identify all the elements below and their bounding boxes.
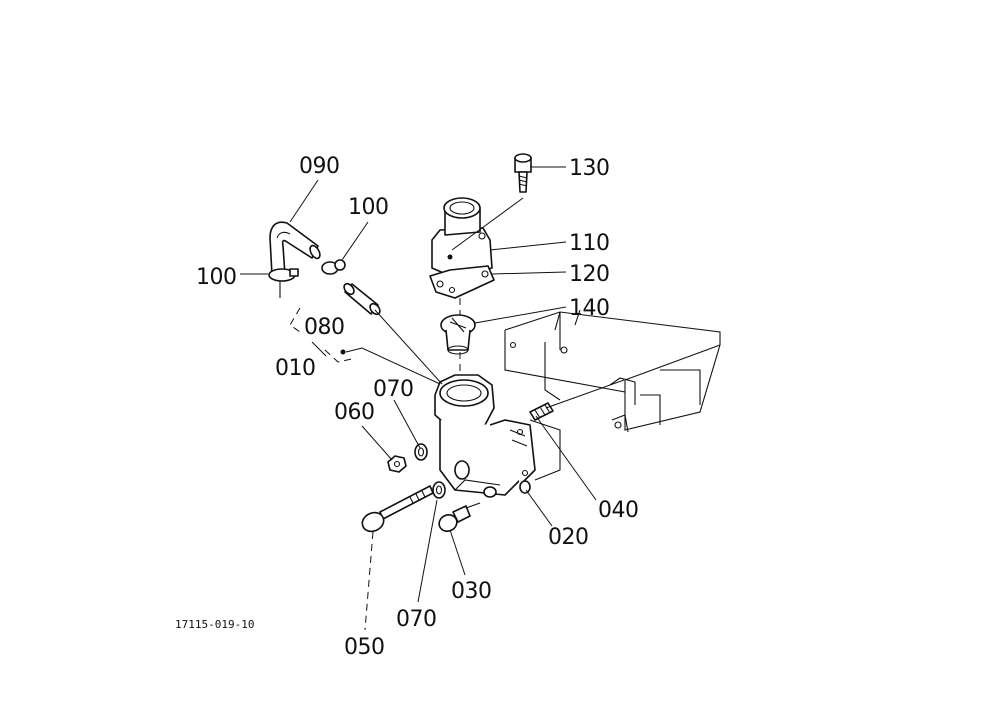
thermostat-140 (440, 314, 476, 355)
washer-070-upper (414, 443, 428, 461)
nut-060 (387, 455, 407, 473)
bolt-050 (361, 485, 434, 533)
clamp-100-left (268, 268, 299, 298)
callout-120: 120 (569, 262, 610, 287)
callout-140: 140 (569, 296, 610, 321)
callout-100-upper: 100 (348, 195, 389, 220)
callout-labels: 090 100 100 080 010 130 110 120 140 070 … (196, 154, 639, 660)
callout-030: 030 (451, 579, 492, 604)
pipe-090 (269, 221, 321, 276)
callout-020: 020 (548, 525, 589, 550)
callout-090: 090 (299, 154, 340, 179)
leader-lines (240, 166, 625, 631)
callout-010: 010 (275, 356, 316, 381)
clamp-100-right (321, 259, 346, 275)
callout-130: 130 (569, 156, 610, 181)
callout-040: 040 (598, 498, 639, 523)
bolt-130 (514, 153, 532, 193)
callout-100-left: 100 (196, 265, 237, 290)
water-flange-housing (434, 374, 536, 498)
callout-080: 080 (304, 315, 345, 340)
thermostat-housing-110 (431, 197, 493, 279)
drain-cock-030 (438, 502, 481, 532)
callout-070-lower: 070 (396, 607, 437, 632)
gasket-120 (429, 265, 495, 299)
engine-block (504, 309, 721, 481)
assembly-010-bracket (289, 307, 441, 385)
washer-070-lower (432, 481, 446, 499)
drawing-id: 17115-019-10 (175, 618, 254, 631)
stud-040 (529, 402, 554, 421)
callout-070-upper: 070 (373, 377, 414, 402)
callout-050: 050 (344, 635, 385, 660)
nipple-080 (343, 282, 381, 316)
callout-110: 110 (569, 231, 610, 256)
callout-060: 060 (334, 400, 375, 425)
washer-020 (519, 480, 531, 494)
